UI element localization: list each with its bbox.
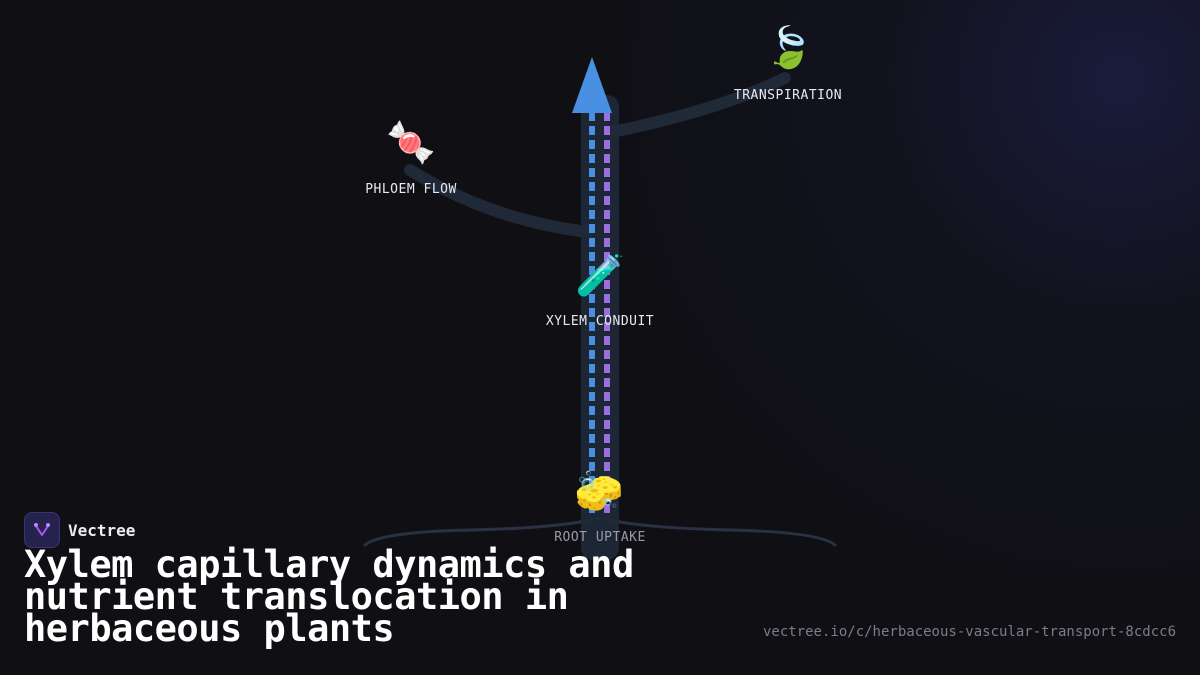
page-title: Xylem capillary dynamics and nutrient tr… xyxy=(24,543,634,650)
test-tube-icon: 🧪 xyxy=(575,253,625,299)
transpiration-branch xyxy=(606,72,791,138)
node-label-phloem: PHLOEM FLOW xyxy=(365,182,457,197)
brand-name: Vectree xyxy=(68,520,136,540)
leaf-flutter-icon: 🍃 xyxy=(764,25,814,71)
vectree-logo-icon xyxy=(24,512,60,548)
node-label-transpiration: TRANSPIRATION xyxy=(733,88,843,103)
node-label-xylem: XYLEM CONDUIT xyxy=(545,314,655,329)
node-label-root: ROOT UPTAKE xyxy=(554,530,646,545)
source-url: vectree.io/c/herbaceous-vascular-transpo… xyxy=(762,624,1176,640)
upward-arrow-icon xyxy=(572,57,612,113)
phloem-branch xyxy=(404,164,594,238)
sponge-icon: 🧽 xyxy=(574,469,624,515)
candy-icon: 🍬 xyxy=(386,120,436,166)
brand: Vectree xyxy=(24,512,135,548)
